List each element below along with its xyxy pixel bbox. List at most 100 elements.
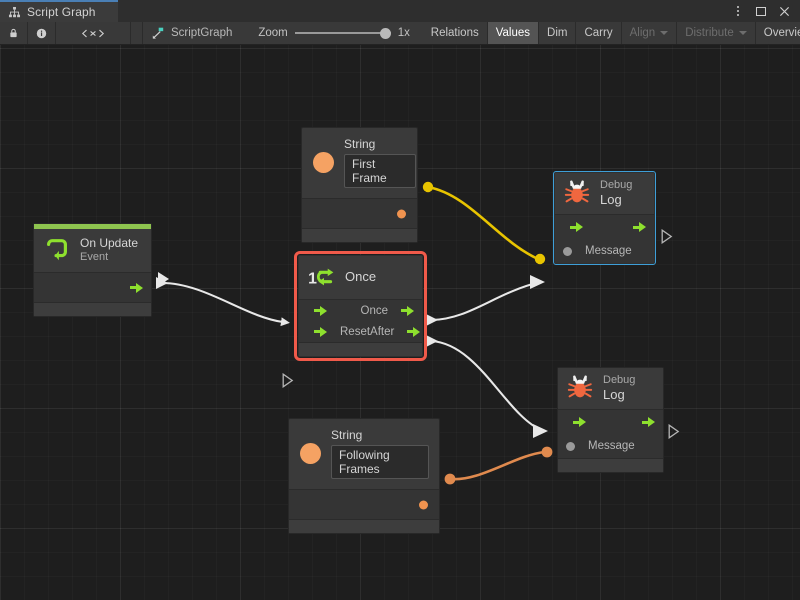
edge-string2-to-log2[interactable]	[444, 446, 553, 485]
node-accent-bar	[34, 224, 151, 229]
flow-arrow-icon	[642, 417, 655, 428]
string-value-icon	[300, 443, 321, 464]
node-body: Message	[558, 410, 663, 459]
node-on-update[interactable]: On Update Event	[33, 223, 152, 317]
node-once[interactable]: 1 Once	[294, 251, 427, 361]
lock-icon[interactable]	[0, 22, 28, 44]
window-titlebar: Script Graph	[0, 0, 800, 22]
script-graph-icon	[151, 27, 165, 40]
port-label-once: Once	[360, 304, 389, 317]
string-value-input[interactable]: First Frame	[344, 154, 416, 188]
node-title-block: Once	[345, 269, 376, 284]
node-string-following-frames[interactable]: String Following Frames	[288, 418, 440, 534]
code-angle-brackets-icon[interactable]	[56, 22, 131, 44]
toolbar-button-align[interactable]: Align	[622, 22, 678, 44]
edge-after-to-log2[interactable]	[426, 335, 548, 438]
node-title: String	[331, 428, 363, 442]
port-flow-out-triangle-on-update[interactable]	[157, 271, 171, 292]
node-subtitle: Debug	[603, 374, 636, 386]
port-flow-out-triangle-log2[interactable]	[668, 423, 680, 444]
zoom-control[interactable]: Zoom 1x	[242, 22, 422, 44]
edge-update-to-once[interactable]	[156, 277, 290, 327]
port-label-message: Message	[585, 245, 632, 258]
port-flow-in[interactable]	[563, 222, 583, 233]
node-body	[289, 489, 439, 519]
port-flow-out-after[interactable]: After	[370, 326, 421, 338]
maximize-icon[interactable]	[754, 4, 768, 18]
node-debug-log-2[interactable]: Debug Log Message	[557, 367, 664, 474]
toolbar-button-relations[interactable]: Relations	[423, 22, 488, 44]
port-row-flow	[558, 410, 663, 434]
port-flow-out[interactable]	[626, 222, 646, 233]
node-footer	[299, 342, 422, 356]
close-icon[interactable]	[777, 4, 791, 18]
node-title: Log	[603, 386, 625, 402]
flow-arrow-icon	[130, 282, 143, 293]
node-header: String First Frame	[302, 128, 417, 198]
tab-script-graph[interactable]: Script Graph	[0, 0, 118, 22]
graph-toolbar: ScriptGraph Zoom 1x Relations Values Dim…	[0, 22, 800, 45]
flow-arrow-icon	[570, 222, 583, 233]
port-value-out[interactable]	[397, 209, 406, 218]
port-reset-in-triangle[interactable]	[282, 372, 294, 393]
port-value-in-message[interactable]: Message	[566, 440, 635, 452]
port-flow-out-triangle-log1[interactable]	[661, 228, 673, 249]
flow-arrow-icon	[314, 305, 327, 316]
once-counter-icon: 1	[308, 263, 336, 291]
breadcrumb-scriptgraph[interactable]: ScriptGraph	[143, 22, 242, 44]
zoom-slider-knob[interactable]	[379, 27, 391, 39]
toolbar-button-dim[interactable]: Dim	[539, 22, 577, 44]
port-flow-out-once[interactable]: Once	[360, 304, 414, 317]
graph-canvas[interactable]: On Update Event	[0, 45, 800, 600]
flow-arrow-icon	[401, 305, 414, 316]
tab-label: Script Graph	[27, 5, 96, 19]
port-value-out[interactable]	[419, 500, 428, 509]
node-debug-log-1[interactable]: Debug Log Message	[553, 170, 656, 266]
node-header: Debug Log	[555, 173, 654, 216]
port-row-message: Message	[555, 239, 654, 263]
port-flow-in[interactable]	[566, 417, 586, 428]
kebab-menu-icon[interactable]	[731, 4, 745, 18]
info-icon[interactable]	[28, 22, 56, 44]
toolbar-button-carry[interactable]: Carry	[576, 22, 622, 44]
node-body	[302, 198, 417, 228]
node-string-first-frame[interactable]: String First Frame	[301, 127, 418, 243]
flow-arrow-icon	[633, 222, 646, 233]
node-title-block: On Update Event	[80, 236, 138, 263]
zoom-value: 1x	[397, 27, 410, 39]
string-value-input[interactable]: Following Frames	[331, 445, 429, 479]
toolbar-button-values[interactable]: Values	[487, 22, 540, 44]
debug-bug-icon	[566, 374, 594, 402]
zoom-slider[interactable]	[294, 26, 391, 40]
update-loop-icon	[43, 236, 71, 264]
zoom-label: Zoom	[258, 27, 288, 39]
node-header: Debug Log	[558, 368, 663, 411]
edge-string1-to-log1[interactable]	[422, 181, 546, 265]
node-title: Once	[345, 269, 377, 285]
toolbar-button-overview[interactable]: Overview	[756, 22, 800, 44]
node-title: On Update	[80, 236, 139, 251]
port-flow-out[interactable]	[130, 282, 143, 293]
port-flow-in-enter[interactable]	[307, 305, 327, 316]
edge-once-to-log1[interactable]	[426, 275, 545, 326]
chevron-down-icon	[660, 31, 669, 35]
value-port-icon	[566, 441, 575, 451]
port-flow-out[interactable]	[635, 417, 655, 428]
port-value-in-message[interactable]: Message	[563, 245, 632, 257]
node-title-block: String First Frame	[344, 137, 416, 188]
flow-arrow-icon	[314, 326, 327, 337]
debug-bug-icon	[563, 179, 591, 207]
node-title-block: Debug Log	[600, 179, 632, 207]
port-row-message: Message	[558, 434, 663, 458]
graph-name-label: ScriptGraph	[171, 27, 233, 39]
node-title: String	[344, 137, 376, 151]
node-footer	[34, 302, 151, 316]
toolbar-button-distribute[interactable]: Distribute	[677, 22, 756, 44]
node-subtitle: Debug	[600, 179, 633, 191]
node-title-block: String Following Frames	[331, 428, 429, 479]
port-label-reset: Reset	[340, 325, 371, 338]
value-port-icon	[563, 246, 572, 256]
node-footer	[302, 228, 417, 242]
port-flow-in-reset[interactable]: Reset	[307, 326, 370, 338]
